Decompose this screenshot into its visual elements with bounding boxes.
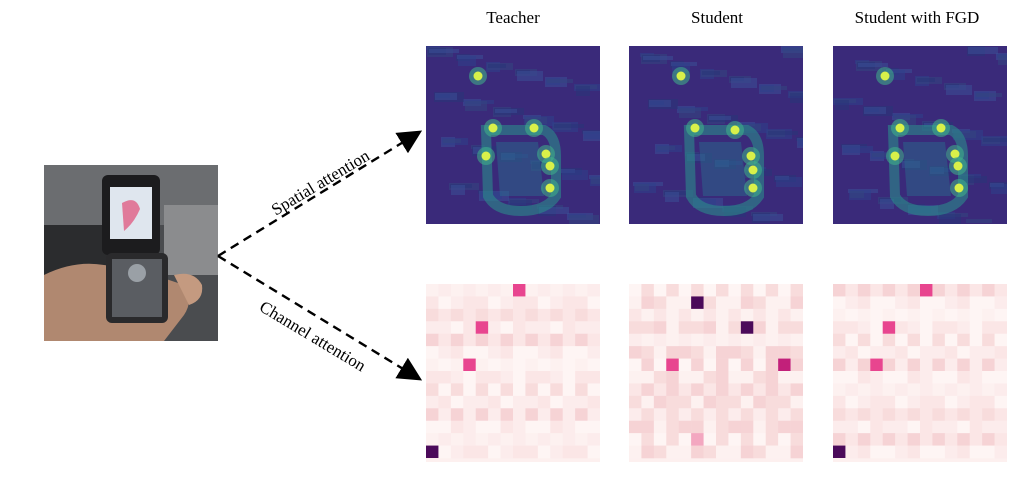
- column-title-student-fgd: Student with FGD: [854, 8, 980, 27]
- column-title-student: Student: [691, 8, 743, 27]
- channel-map-teacher: [426, 284, 600, 462]
- spatial-map-teacher: [426, 46, 600, 224]
- spatial-map-student-fgd: [833, 46, 1007, 224]
- spatial-arrow: [217, 130, 423, 258]
- input-photo: [44, 165, 218, 341]
- channel-map-student-fgd: [833, 284, 1007, 462]
- column-title-teacher: Teacher: [486, 8, 540, 27]
- channel-map-student: [629, 284, 803, 462]
- spatial-map-student: [629, 46, 803, 224]
- channel-arrow: [217, 254, 423, 381]
